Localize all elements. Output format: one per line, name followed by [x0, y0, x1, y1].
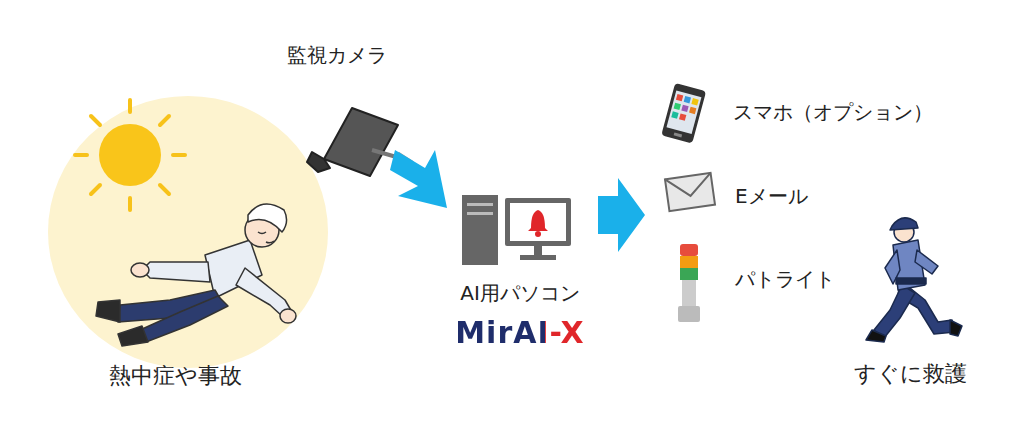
label-text: Eメール: [735, 184, 808, 208]
sun-disc: [99, 124, 161, 186]
text-label: AI用パソコン: [460, 281, 580, 305]
police-figure: [866, 218, 962, 342]
label-text: AI用パソコン: [460, 281, 580, 305]
pc-icon: [462, 195, 571, 265]
label-text: パトライト: [735, 267, 835, 291]
flow-arrow: [598, 178, 645, 252]
worker-figure: [96, 204, 296, 346]
text-label: すぐに救護: [854, 361, 967, 387]
label-text: スマホ（オプション）: [733, 100, 933, 124]
text-label: Eメール: [735, 184, 808, 208]
label-text: 監視カメラ: [287, 43, 387, 67]
text-label: スマホ（オプション）: [733, 100, 933, 124]
text-label: MirAI-X: [455, 315, 584, 351]
smartphone-icon: [661, 83, 706, 143]
text-label: パトライト: [735, 267, 835, 291]
text-label: 監視カメラ: [287, 43, 387, 67]
text-label: 熱中症や事故: [109, 363, 242, 389]
flow-arrow: [390, 150, 447, 208]
label-text: すぐに救護: [854, 361, 967, 386]
sun: [75, 100, 185, 210]
heat-area: [48, 96, 328, 368]
patlite-icon: [678, 244, 700, 322]
label-text: 熱中症や事故: [109, 363, 242, 388]
email-icon: [665, 173, 715, 211]
product-logo: MirAI-X: [455, 315, 584, 350]
